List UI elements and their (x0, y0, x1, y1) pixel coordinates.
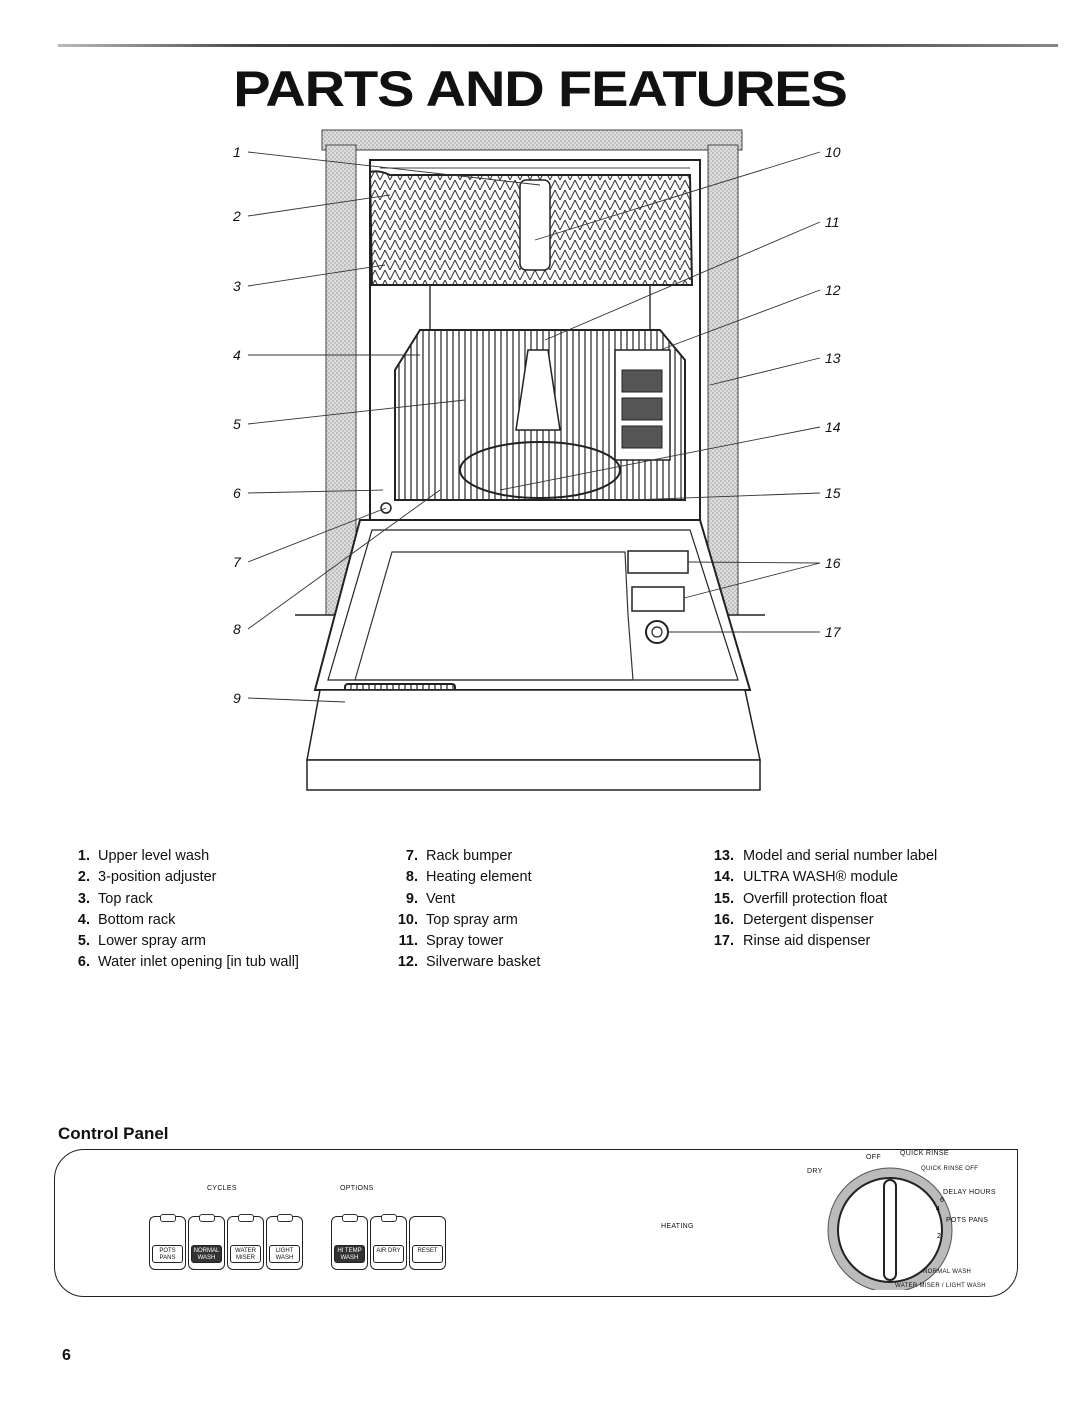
callout-15: 15 (825, 485, 841, 501)
indicator-light (160, 1214, 176, 1222)
callout-12: 12 (825, 282, 841, 298)
page-title: PARTS AND FEATURES (233, 61, 848, 117)
part-item: 16.Detergent dispenser (713, 911, 874, 928)
part-item: 8.Heating element (405, 869, 532, 886)
dishwasher-illustration: 1 2 3 4 5 6 7 8 9 10 11 12 13 14 15 16 1… (232, 129, 842, 791)
indicator-light (238, 1214, 254, 1222)
control-panel-illustration: Cycles Options Pots Pans Normal Wash Wat… (54, 1149, 1018, 1297)
callout-13: 13 (825, 350, 841, 366)
indicator-light (199, 1214, 215, 1222)
part-item: 15.Overfill protection float (713, 890, 888, 907)
callout-8: 8 (233, 621, 241, 637)
callout-11: 11 (825, 214, 840, 230)
option-buttons: Hi Temp Wash Air Dry Reset (331, 1214, 446, 1270)
part-item: 13.Model and serial number label (713, 848, 938, 864)
reset-button: Reset (409, 1216, 446, 1270)
dial-off-label: Off (866, 1154, 881, 1161)
dial-delay-hours-label: Delay Hours (943, 1189, 996, 1196)
svg-text:6: 6 (940, 1197, 944, 1204)
options-label: Options (340, 1185, 374, 1192)
dial-quick-rinse-label: Quick Rinse (900, 1150, 949, 1157)
part-item: 2.3-position adjuster (77, 869, 217, 886)
dial-water-miser-light-wash-label: Water Miser / Light Wash (895, 1283, 986, 1289)
callout-17: 17 (825, 624, 842, 640)
air-dry-button: Air Dry (370, 1214, 407, 1270)
part-item: 4.Bottom rack (77, 911, 176, 928)
part-item: 9.Vent (405, 890, 456, 907)
part-item: 14.ULTRA WASH® module (713, 869, 898, 886)
dial-quick-rinse-off-label: Quick Rinse Off (921, 1166, 979, 1172)
pots-pans-button: Pots Pans (149, 1214, 186, 1270)
part-item: 12.Silverware basket (397, 954, 541, 971)
indicator-light (277, 1214, 293, 1222)
callout-9: 9 (233, 690, 241, 706)
part-item: 10.Top spray arm (397, 911, 518, 928)
callout-1: 1 (233, 144, 241, 160)
water-miser-button: Water Miser (227, 1214, 264, 1270)
svg-text:2: 2 (937, 1233, 941, 1240)
callout-7: 7 (233, 554, 242, 570)
callout-10: 10 (825, 144, 841, 160)
part-item: 6.Water inlet opening [in tub wall] (77, 954, 299, 971)
dial-pots-pans-label: Pots Pans (946, 1217, 989, 1224)
callout-6: 6 (233, 485, 241, 501)
callout-14: 14 (825, 419, 841, 435)
light-wash-button: Light Wash (266, 1214, 303, 1270)
part-item: 17.Rinse aid dispenser (713, 933, 871, 950)
parts-list-column-2: 7.Rack bumper 8.Heating element 9.Vent 1… (396, 846, 541, 974)
part-item: 5.Lower spray arm (77, 933, 206, 950)
page-number: 6 (62, 1347, 71, 1364)
cycles-label: Cycles (207, 1185, 237, 1192)
part-item: 7.Rack bumper (405, 848, 513, 864)
callout-3: 3 (233, 278, 241, 294)
top-rule (58, 44, 1058, 47)
indicator-light (342, 1214, 358, 1222)
control-panel-heading: Control Panel (58, 1124, 169, 1143)
indicator-light (381, 1214, 397, 1222)
parts-list-column-1: 1.Upper level wash 2.3-position adjuster… (70, 846, 299, 974)
callout-4: 4 (233, 347, 241, 363)
part-item: 3.Top rack (77, 890, 153, 907)
dial-dry-label: Dry (807, 1168, 823, 1175)
callout-2: 2 (232, 208, 241, 224)
callout-5: 5 (233, 416, 241, 432)
dial-normal-wash-label: Normal Wash (923, 1269, 972, 1275)
parts-list-column-3: 13.Model and serial number label 14.ULTR… (708, 846, 937, 952)
callout-16: 16 (825, 555, 841, 571)
part-item: 11.Spray tower (398, 933, 504, 950)
heating-indicator-label: Heating (661, 1223, 694, 1230)
part-item: 1.Upper level wash (77, 848, 210, 864)
cycle-dial-icon: 6 4 2 (827, 1167, 953, 1290)
svg-text:4: 4 (936, 1206, 940, 1213)
hi-temp-wash-button: Hi Temp Wash (331, 1214, 368, 1270)
normal-wash-button: Normal Wash (188, 1214, 225, 1270)
cycle-buttons: Pots Pans Normal Wash Water Miser Light … (149, 1214, 303, 1270)
